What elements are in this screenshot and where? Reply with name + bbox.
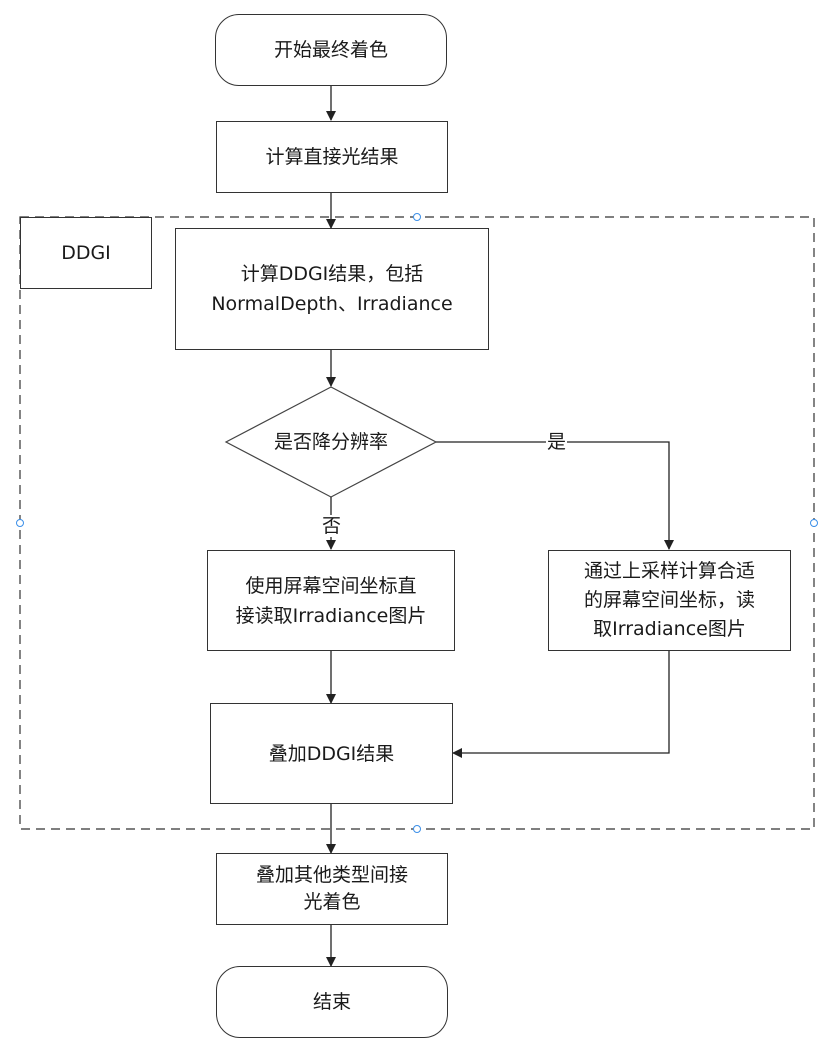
decision-node-text: 是否降分辨率 [273, 431, 388, 453]
group-resize-handle-bottom[interactable] [413, 825, 421, 833]
direct-read-node-line1: 使用屏幕空间坐标直 [245, 574, 417, 597]
compute-ddgi-node-line1: 计算DDGI结果，包括 [240, 263, 424, 285]
ddgi-group-label-text: DDGI [61, 242, 111, 264]
upsample-read-node[interactable]: 通过上采样计算合适 的屏幕空间坐标，读 取Irradiance图片 [548, 550, 791, 651]
add-ddgi-node-label: 叠加DDGI结果 [268, 742, 395, 765]
edge-decision-yes [436, 441, 674, 550]
group-resize-handle-top[interactable] [413, 213, 421, 221]
add-other-node[interactable]: 叠加其他类型间接 光着色 [216, 853, 448, 925]
end-node[interactable]: 结束 [216, 966, 448, 1038]
group-resize-handle-left[interactable] [16, 519, 24, 527]
add-other-node-line1: 叠加其他类型间接 [255, 864, 408, 886]
compute-ddgi-node[interactable]: 计算DDGI结果，包括 NormalDepth、Irradiance [175, 228, 489, 350]
direct-read-node[interactable]: 使用屏幕空间坐标直 接读取Irradiance图片 [207, 550, 455, 651]
ddgi-group-label[interactable]: DDGI [20, 217, 152, 289]
start-node[interactable]: 开始最终着色 [215, 14, 447, 86]
start-node-label: 开始最终着色 [273, 39, 388, 61]
direct-light-node[interactable]: 计算直接光结果 [216, 121, 448, 193]
decision-node-label: 是否降分辨率 [226, 430, 436, 454]
edge-upsample-read-to-add-ddgi [452, 651, 670, 758]
upsample-read-node-line2: 的屏幕空间坐标，读 [583, 589, 755, 611]
end-node-label: 结束 [312, 991, 351, 1013]
edge-label-no: 否 [321, 515, 343, 537]
group-resize-handle-right[interactable] [810, 519, 818, 527]
add-ddgi-node[interactable]: 叠加DDGI结果 [210, 703, 453, 804]
direct-read-node-line2: 接读取Irradiance图片 [235, 604, 427, 627]
add-other-node-line2: 光着色 [303, 891, 361, 913]
upsample-read-node-line3: 取Irradiance图片 [593, 618, 746, 640]
compute-ddgi-node-line2: NormalDepth、Irradiance [211, 293, 453, 315]
upsample-read-node-line1: 通过上采样计算合适 [583, 560, 755, 582]
direct-light-node-label: 计算直接光结果 [265, 146, 399, 168]
edge-label-yes: 是 [546, 431, 568, 453]
